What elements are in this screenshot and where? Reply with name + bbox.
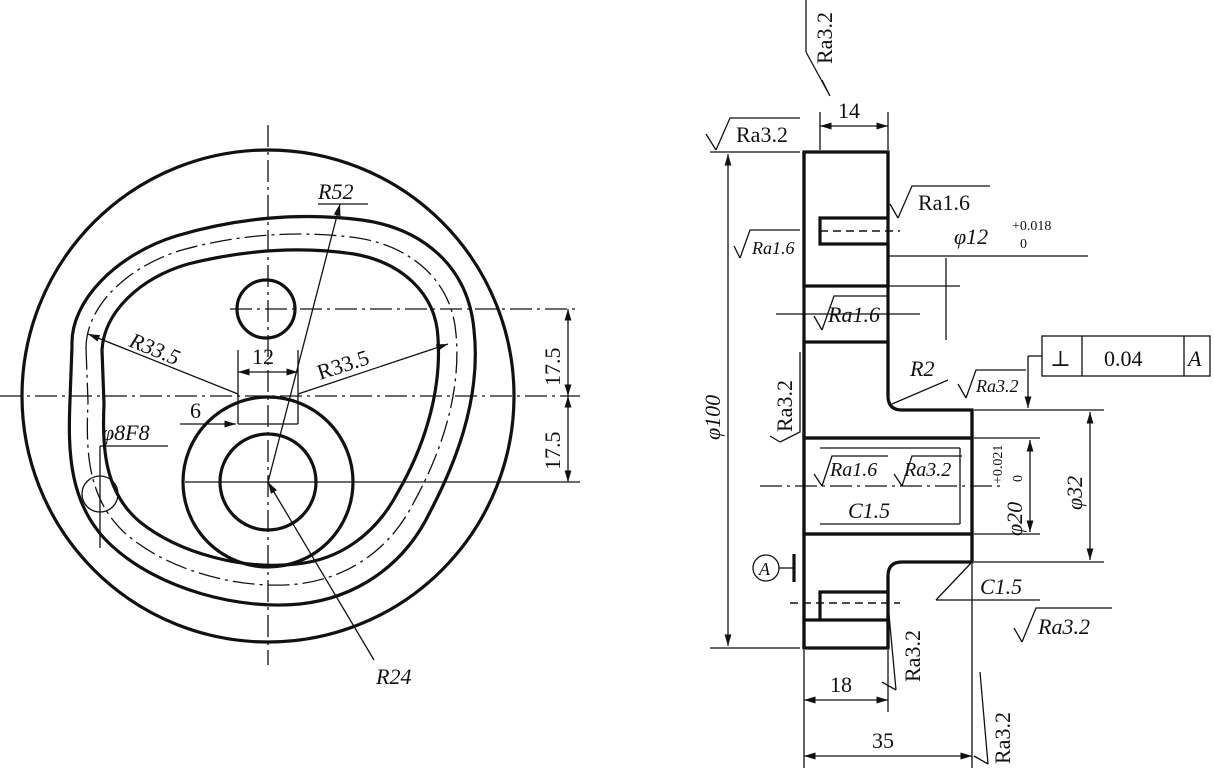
ra-top-left-text: Ra3.2 bbox=[736, 122, 788, 147]
roughness-check-icon bbox=[813, 295, 888, 331]
dim-17-5-top-text: 17.5 bbox=[540, 348, 565, 387]
ra-top-vertical-text: Ra3.2 bbox=[812, 12, 837, 64]
perpendicularity-icon: ⊥ bbox=[1050, 346, 1071, 371]
roughness-check-icon bbox=[705, 117, 800, 151]
ra32-bore-text: Ra3.2 bbox=[903, 459, 951, 481]
roughness-check-icon bbox=[813, 455, 888, 487]
roughness-top-vertical: Ra3.2 bbox=[805, 0, 837, 97]
dim-35-text: 35 bbox=[872, 728, 894, 753]
ra32-right-low-text: Ra3.2 bbox=[1037, 614, 1090, 639]
roughness-check-icon bbox=[973, 671, 989, 765]
dim-17-5-bottom-text: 17.5 bbox=[540, 432, 565, 471]
dim-12-text: 12 bbox=[252, 344, 274, 369]
dim-18-text: 18 bbox=[830, 672, 852, 697]
cam-groove-inner bbox=[100, 248, 441, 567]
roughness-bottom-mid: Ra3.2 bbox=[881, 603, 925, 691]
ra32-small-text: Ra3.2 bbox=[975, 376, 1019, 396]
hub-outer-circle bbox=[181, 395, 355, 569]
roughness-check-icon bbox=[769, 352, 801, 443]
chamfer-outer-leader bbox=[935, 561, 973, 601]
roughness-right-low: Ra3.2 bbox=[1013, 607, 1112, 643]
roughness-left-vertical: Ra3.2 bbox=[769, 352, 801, 443]
chamfer-inner-text: C1.5 bbox=[848, 498, 890, 523]
r24-text: R24 bbox=[375, 664, 411, 689]
roughness-ra16-top-right: Ra1.6 bbox=[889, 185, 990, 219]
upper-hole bbox=[235, 278, 297, 340]
phi12-tol-lower: 0 bbox=[1020, 237, 1027, 252]
dim-20-tol-upper: +0.021 bbox=[991, 445, 1006, 484]
ra32-bottom-mid-text: Ra3.2 bbox=[900, 630, 925, 682]
roughness-ra16-left: Ra1.6 bbox=[733, 229, 800, 259]
roughness-small-hub: Ra3.2 bbox=[957, 369, 1026, 399]
ra16-bore-text: Ra1.6 bbox=[829, 459, 877, 481]
roughness-top-left: Ra3.2 bbox=[705, 117, 800, 151]
ra16-left-text: Ra1.6 bbox=[751, 238, 795, 258]
roughness-check-icon bbox=[733, 229, 800, 259]
front-view: 12 6 R52 R33.5 R33.5 R24 φ8F8 17.5 17.5 bbox=[0, 125, 580, 689]
hub-bore-circle bbox=[218, 432, 318, 532]
phi12-tol-upper: +0.018 bbox=[1012, 219, 1051, 234]
roughness-ra16-middle: Ra1.6 bbox=[813, 295, 888, 331]
roughness-bottom-right: Ra3.2 bbox=[973, 671, 1015, 765]
r2-text: R2 bbox=[909, 356, 934, 381]
section-view: 14 φ100 φ12 +0.018 0 R2 ⊥ 0.04 A bbox=[700, 0, 1211, 768]
r52-leader bbox=[267, 203, 341, 483]
dim-32-text: φ32 bbox=[1062, 476, 1087, 510]
r24-leader bbox=[267, 481, 375, 661]
roughness-check-icon bbox=[881, 603, 897, 691]
dim-100-text: φ100 bbox=[700, 395, 725, 440]
dim-20-text: φ20 bbox=[1002, 502, 1027, 536]
r33-left-leader bbox=[87, 333, 239, 395]
roughness-bore-ra16: Ra1.6 bbox=[813, 455, 888, 487]
ra32-left-vertical-text: Ra3.2 bbox=[772, 380, 797, 432]
phi8-text: φ8F8 bbox=[102, 420, 150, 445]
dim-20-tol-lower: 0 bbox=[1011, 475, 1026, 482]
section-top-part bbox=[802, 150, 890, 288]
outer-circle bbox=[20, 148, 516, 644]
roughness-check-icon bbox=[957, 369, 1026, 399]
r2-leader bbox=[891, 379, 949, 405]
r52-text: R52 bbox=[317, 179, 353, 204]
r33-left-text: R33.5 bbox=[125, 327, 183, 370]
cam-groove-center bbox=[85, 233, 458, 586]
ra16-middle-text: Ra1.6 bbox=[827, 302, 880, 327]
tolerance-frame: ⊥ 0.04 A bbox=[1024, 335, 1211, 408]
tolerance-datum: A bbox=[1186, 346, 1202, 371]
phi12-text: φ12 bbox=[954, 224, 988, 249]
roughness-check-icon bbox=[889, 185, 990, 219]
cam-groove-outer bbox=[67, 214, 477, 607]
r33-right-leader bbox=[297, 343, 449, 395]
ra32-bottom-right-text: Ra3.2 bbox=[990, 712, 1015, 764]
datum-text: A bbox=[758, 559, 771, 579]
ra16-top-right-text: Ra1.6 bbox=[918, 190, 970, 215]
roughness-check-icon bbox=[805, 0, 831, 97]
roughness-check-icon bbox=[893, 455, 962, 487]
roughness-bore-ra32: Ra3.2 bbox=[893, 455, 962, 487]
dim-14-text: 14 bbox=[838, 98, 860, 123]
tolerance-value: 0.04 bbox=[1104, 346, 1143, 371]
chamfer-outer-text: C1.5 bbox=[980, 574, 1022, 599]
roughness-check-icon bbox=[1013, 607, 1112, 643]
section-hub-lower bbox=[802, 532, 974, 650]
dim-6-text: 6 bbox=[190, 398, 201, 423]
